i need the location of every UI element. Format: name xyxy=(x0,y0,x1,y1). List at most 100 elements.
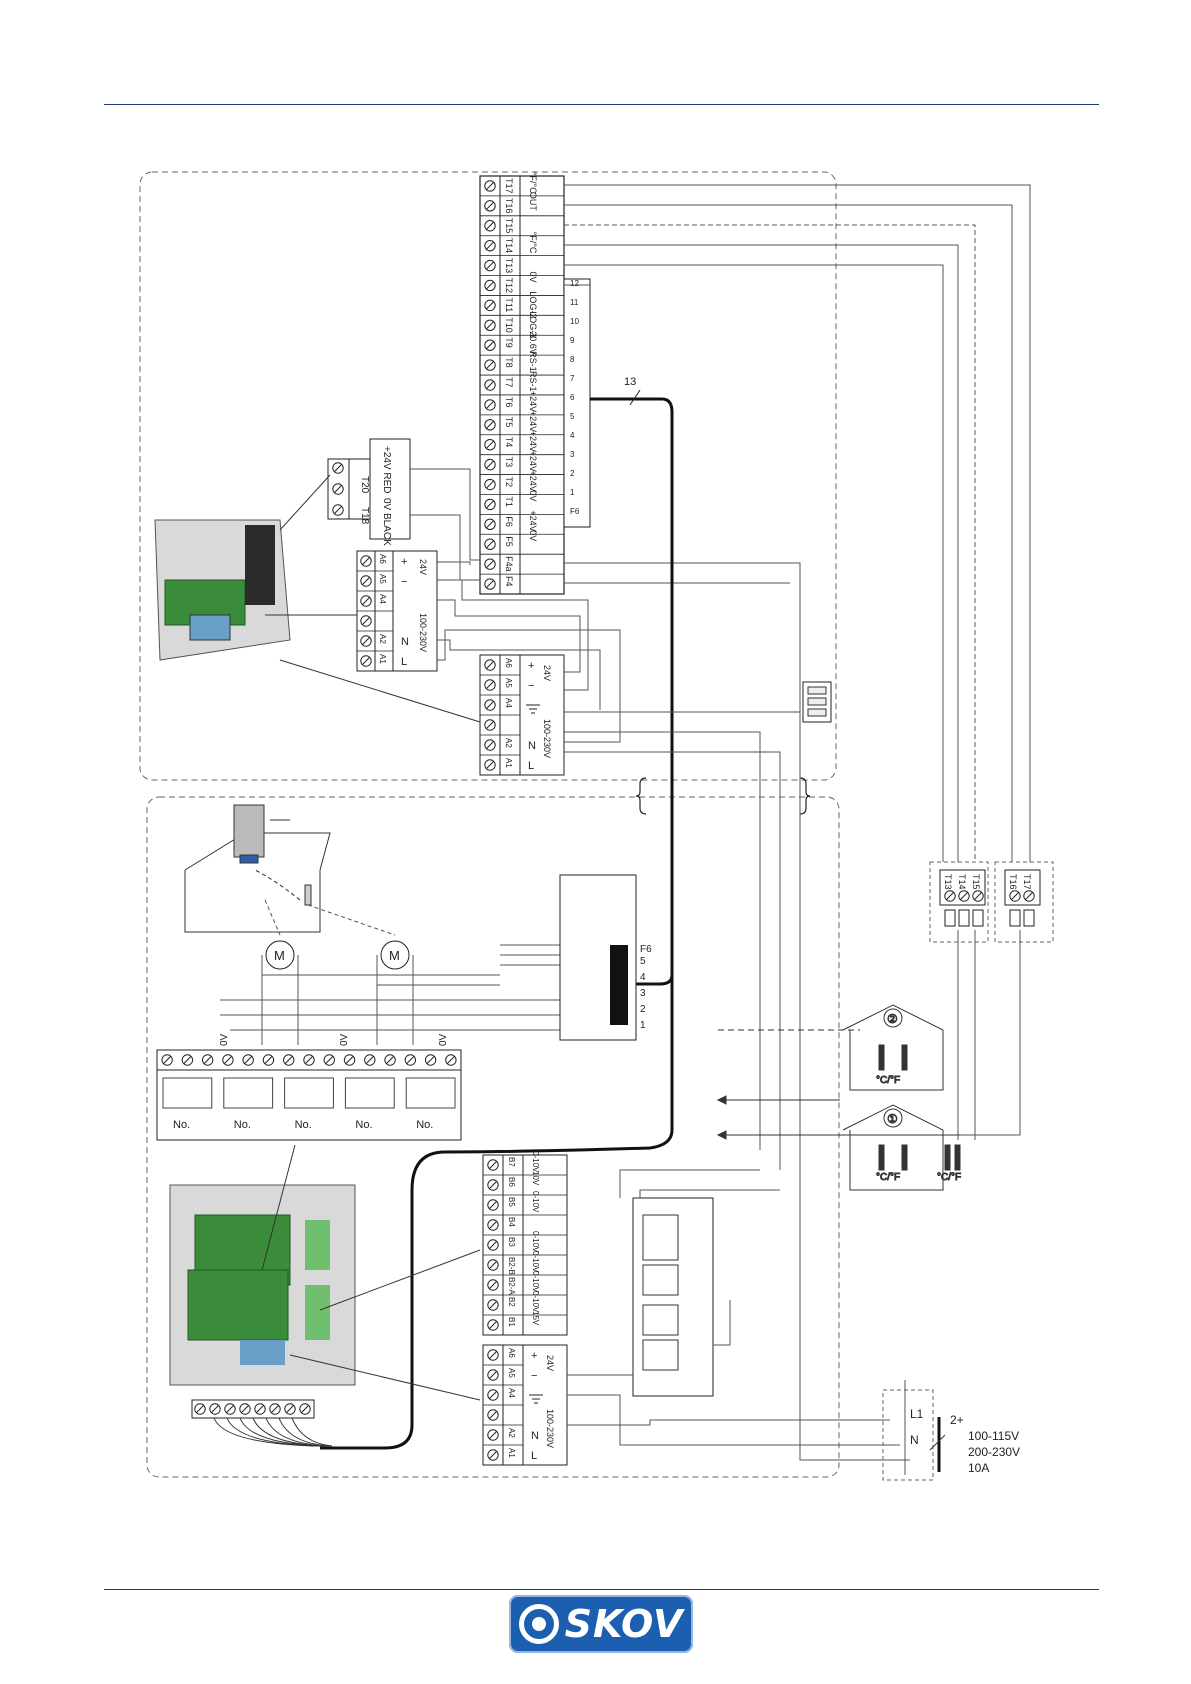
svg-text:①: ① xyxy=(887,1112,898,1126)
wire-number: 10 xyxy=(570,317,579,326)
motor-2: M xyxy=(307,904,410,970)
terminal-screw xyxy=(484,739,496,751)
brace-left xyxy=(635,777,647,815)
terminal-screw xyxy=(487,1409,499,1421)
sensor-terminal-label: T13 xyxy=(943,874,953,890)
f6-terminal-number: 1 xyxy=(640,1020,646,1031)
terminal-screw xyxy=(487,1279,499,1291)
power-label-l: L xyxy=(401,656,407,668)
terminal-screw xyxy=(487,1429,499,1441)
power-label-mains: 100-230V xyxy=(542,719,552,758)
svg-text:0V: 0V xyxy=(339,1033,350,1046)
terminal-screw xyxy=(181,1054,194,1066)
power-label-24v: 24V xyxy=(545,1355,555,1371)
top-enclosure xyxy=(139,171,837,781)
terminal-screw xyxy=(360,595,372,607)
terminal-function: +24V xyxy=(528,411,538,432)
terminal-function: RS-1 xyxy=(528,371,538,392)
terminal-label: A6 xyxy=(507,1348,516,1358)
power-label-24v: 24V xyxy=(418,559,428,575)
terminal-label: A5 xyxy=(507,1368,516,1378)
terminal-screw xyxy=(484,180,496,192)
terminal-screw xyxy=(487,1199,499,1211)
svg-text:T18: T18 xyxy=(359,507,370,525)
terminal-label: T16 xyxy=(504,198,514,214)
relay-no-label: No. xyxy=(234,1119,251,1131)
terminal-label: T7 xyxy=(504,377,514,388)
terminal-function: °F/°C xyxy=(528,172,538,194)
power-label-mains: 100-230V xyxy=(418,613,428,652)
terminal-screw xyxy=(487,1449,499,1461)
terminal-label: F6 xyxy=(504,516,514,527)
f6-terminal-number: 5 xyxy=(640,956,646,967)
svg-text:T20: T20 xyxy=(359,476,370,494)
terminal-screw xyxy=(484,759,496,771)
footer-rule xyxy=(104,1589,1099,1590)
sensor-terminal-block: T20 T18 +24V RED 0V BLACK xyxy=(327,438,411,546)
cable-13-lower xyxy=(320,720,674,1450)
terminal-screw xyxy=(194,1403,206,1415)
power-label-l: L xyxy=(528,760,534,772)
svg-text:②: ② xyxy=(887,1012,898,1026)
terminal-function: 0V xyxy=(528,271,538,282)
terminal-label: T3 xyxy=(504,457,514,468)
power-label-24v: 24V xyxy=(542,665,552,681)
terminal-screw xyxy=(487,1389,499,1401)
power-label-plus: + xyxy=(531,1350,537,1362)
terminal-screw xyxy=(1023,890,1035,902)
terminal-screw xyxy=(972,890,984,902)
terminal-label: A1 xyxy=(378,654,387,664)
terminal-function: +24V xyxy=(528,510,538,531)
sensor-terminal-label: T14 xyxy=(957,874,967,890)
cable-terminal-strip xyxy=(191,1399,333,1447)
terminal-label: A4 xyxy=(507,1388,516,1398)
house-with-vent xyxy=(184,804,331,933)
terminal-label: B5 xyxy=(507,1197,516,1207)
brand-name: SKOV xyxy=(564,1602,684,1646)
terminal-screw xyxy=(484,239,496,252)
terminal-screw xyxy=(484,379,496,391)
terminal-screw xyxy=(484,399,496,411)
svg-text:10A: 10A xyxy=(968,1461,989,1475)
terminal-screw xyxy=(364,1054,376,1066)
terminal-screw xyxy=(484,699,496,711)
skov-logo: SKOV xyxy=(509,1595,693,1653)
terminal-screw xyxy=(484,319,496,331)
terminal-screw xyxy=(484,259,496,272)
terminal-function: 0-10V xyxy=(531,1191,540,1213)
terminal-function: +24V xyxy=(528,471,538,492)
terminal-label: T9 xyxy=(504,337,514,348)
terminal-screw xyxy=(484,339,496,351)
terminal-label: T6 xyxy=(504,397,514,408)
terminal-label: B7 xyxy=(507,1157,516,1167)
wire-number: 12 xyxy=(570,279,579,288)
terminal-screw xyxy=(484,439,496,451)
terminal-screw xyxy=(487,1159,499,1171)
terminal-screw xyxy=(299,1403,311,1415)
terminal-screw xyxy=(161,1054,173,1066)
terminal-label: A5 xyxy=(504,678,513,688)
terminal-label: B2-B xyxy=(507,1257,516,1275)
svg-text:0V: 0V xyxy=(438,1033,449,1046)
terminal-screw xyxy=(487,1349,499,1361)
terminal-label: T12 xyxy=(504,277,514,293)
power-label-n: N xyxy=(528,740,536,752)
terminal-label: A6 xyxy=(378,554,387,564)
svg-text:M: M xyxy=(389,948,400,963)
terminal-label: T1 xyxy=(504,496,514,507)
wire-number: 4 xyxy=(570,431,575,440)
terminal-screw xyxy=(360,635,372,647)
terminal-screw xyxy=(484,518,496,531)
f6-terminal-number: 3 xyxy=(640,988,646,999)
svg-text:200-230V: 200-230V xyxy=(968,1445,1020,1459)
terminal-screw xyxy=(283,1054,295,1066)
junction-connector xyxy=(802,681,832,723)
svg-text:0V: 0V xyxy=(219,1033,230,1046)
relay-no-label: No. xyxy=(173,1119,190,1131)
terminal-label: A6 xyxy=(504,658,513,668)
terminal-function: 20.6V xyxy=(528,331,538,355)
terminal-function: LOG-1 xyxy=(528,311,538,338)
